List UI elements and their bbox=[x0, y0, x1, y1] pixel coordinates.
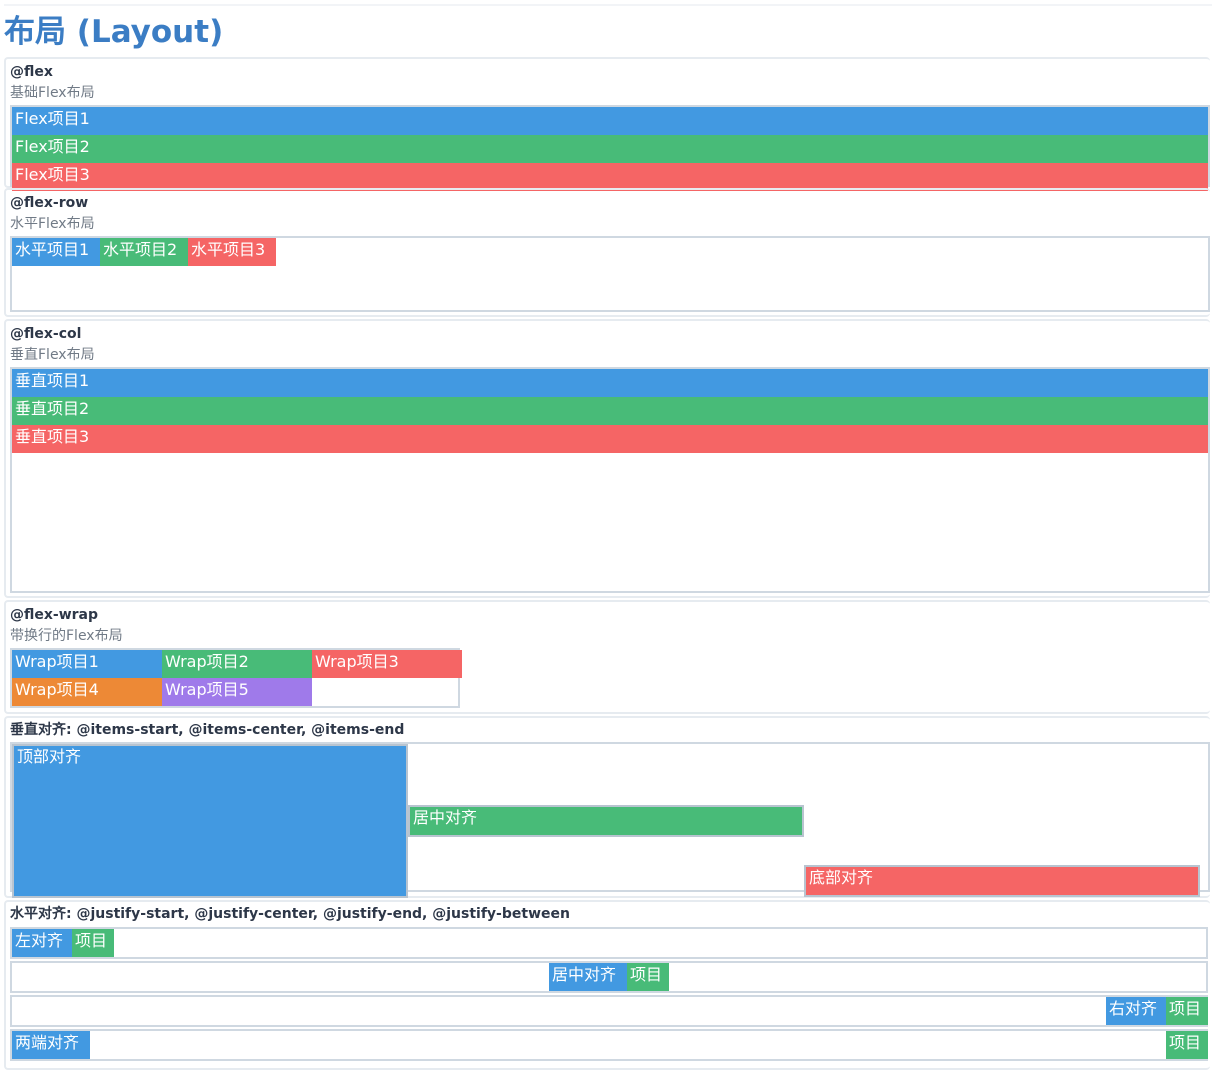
top-divider bbox=[4, 4, 1212, 6]
justify-start-item: 项目 bbox=[72, 929, 114, 957]
justify-end-label: 右对齐 bbox=[1106, 997, 1166, 1025]
row-item-3: 水平项目3 bbox=[188, 238, 276, 266]
justify-start-row: 左对齐 项目 bbox=[10, 927, 1208, 959]
section-items-align: 垂直对齐: @items-start, @items-center, @item… bbox=[4, 716, 1210, 898]
wrap-item-3: Wrap项目3 bbox=[312, 650, 462, 678]
justify-end-row: 右对齐 项目 bbox=[10, 995, 1208, 1027]
section-description: 基础Flex布局 bbox=[10, 85, 95, 101]
section-title: @flex-wrap bbox=[10, 607, 99, 623]
section-justify: 水平对齐: @justify-start, @justify-center, @… bbox=[4, 900, 1210, 1070]
align-top-item: 顶部对齐 bbox=[12, 744, 408, 898]
section-description: 垂直Flex布局 bbox=[10, 347, 95, 363]
flex-item-2: Flex项目2 bbox=[12, 135, 1208, 163]
col-item-2: 垂直项目2 bbox=[12, 397, 1208, 425]
flex-col-container: 垂直项目1 垂直项目2 垂直项目3 bbox=[10, 367, 1210, 593]
section-title: @flex bbox=[10, 64, 53, 80]
section-flex-col: @flex-col 垂直Flex布局 垂直项目1 垂直项目2 垂直项目3 bbox=[4, 319, 1210, 598]
align-bottom-item: 底部对齐 bbox=[804, 865, 1200, 897]
section-flex-wrap: @flex-wrap 带换行的Flex布局 Wrap项目1 Wrap项目2 Wr… bbox=[4, 600, 1210, 714]
flex-item-1: Flex项目1 bbox=[12, 107, 1208, 135]
items-align-container: 顶部对齐 居中对齐 底部对齐 bbox=[10, 742, 1210, 898]
justify-between-row: 两端对齐 项目 bbox=[10, 1029, 1208, 1061]
justify-center-label: 居中对齐 bbox=[549, 963, 627, 991]
row-item-1: 水平项目1 bbox=[12, 238, 100, 266]
col-item-3: 垂直项目3 bbox=[12, 425, 1208, 453]
section-title: 水平对齐: @justify-start, @justify-center, @… bbox=[10, 906, 570, 922]
justify-start-label: 左对齐 bbox=[12, 929, 72, 957]
wrap-item-1: Wrap项目1 bbox=[12, 650, 162, 678]
justify-end-item: 项目 bbox=[1166, 997, 1208, 1025]
col-item-1: 垂直项目1 bbox=[12, 369, 1208, 397]
justify-between-item: 项目 bbox=[1166, 1031, 1208, 1059]
justify-between-label: 两端对齐 bbox=[12, 1031, 90, 1059]
wrap-item-4: Wrap项目4 bbox=[12, 678, 162, 706]
section-description: 水平Flex布局 bbox=[10, 216, 95, 232]
section-title: @flex-col bbox=[10, 326, 82, 342]
wrap-item-2: Wrap项目2 bbox=[162, 650, 312, 678]
section-flex: @flex 基础Flex布局 Flex项目1 Flex项目2 Flex项目3 bbox=[4, 57, 1210, 191]
wrap-item-5: Wrap项目5 bbox=[162, 678, 312, 706]
flex-item-3: Flex项目3 bbox=[12, 163, 1208, 191]
page-title: 布局 (Layout) bbox=[4, 14, 224, 50]
section-flex-row: @flex-row 水平Flex布局 水平项目1 水平项目2 水平项目3 bbox=[4, 188, 1210, 317]
flex-container: Flex项目1 Flex项目2 Flex项目3 bbox=[10, 105, 1210, 191]
align-center-item: 居中对齐 bbox=[408, 805, 804, 837]
justify-center-row: 居中对齐 项目 bbox=[10, 961, 1208, 993]
justify-center-item: 项目 bbox=[627, 963, 669, 991]
section-title: 垂直对齐: @items-start, @items-center, @item… bbox=[10, 722, 405, 738]
section-description: 带换行的Flex布局 bbox=[10, 628, 123, 644]
flex-row-container: 水平项目1 水平项目2 水平项目3 bbox=[10, 236, 1210, 312]
section-title: @flex-row bbox=[10, 195, 89, 211]
row-item-2: 水平项目2 bbox=[100, 238, 188, 266]
flex-wrap-container: Wrap项目1 Wrap项目2 Wrap项目3 Wrap项目4 Wrap项目5 bbox=[10, 648, 462, 708]
